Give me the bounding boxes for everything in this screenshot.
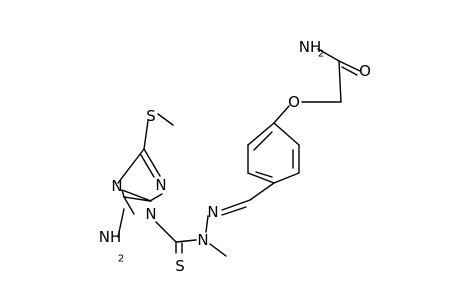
bond-amide-n-c [317, 48, 340, 62]
bond-c5-amino [117, 208, 125, 238]
bond-n-methyl [209, 243, 227, 257]
bond-amide-c-ch2 [338, 60, 342, 103]
bond-triazole-c5-n1-double [123, 196, 135, 215]
amino-nh-label: NH [99, 228, 122, 246]
triazole-n2-label: N [155, 176, 166, 194]
bonds [117, 48, 361, 257]
bond-triazole-n2-c3-double [140, 154, 155, 178]
bond-triazole-c3-n4 [117, 148, 145, 184]
ether-o-label: O [288, 93, 300, 111]
bond-triazole-c5-n1 [121, 189, 152, 202]
bond-n-n [205, 215, 209, 233]
thioether-s-label: S [146, 107, 156, 125]
bond-triazole-n1-n2 [149, 193, 163, 202]
bond-benzene-1 [273, 122, 300, 146]
bond-benzene-4 [247, 172, 275, 184]
bond-triazole-n2-c3 [143, 148, 161, 177]
bond-ch-n-double-b [221, 206, 247, 216]
bond-benzene-inner-2 [253, 131, 273, 151]
bond-benzene-inner-3 [255, 171, 273, 178]
bond-triazole-n1-c5 [123, 196, 151, 202]
hydrazone-n1-label: N [207, 203, 218, 221]
triazole-n4-label: N [111, 177, 122, 195]
triazole-n1-label: N [145, 205, 156, 223]
atom-labels: NH 2 O O N N S S N N N NH 2 [99, 38, 371, 275]
bond-ether-o-ring [273, 105, 290, 124]
bond-amide-c-o [338, 60, 361, 72]
bond-c3-s [143, 120, 149, 150]
bond-ch-n-double-a [221, 199, 251, 211]
bond-amide-c-o-double [341, 66, 358, 76]
amide-nh-subscript: 2 [318, 49, 324, 60]
hydrazone-n2-label: N [197, 231, 208, 249]
bond-s-methyl [157, 113, 174, 126]
amide-nh-label: NH [299, 38, 322, 56]
amino-nh-subscript: 2 [118, 254, 124, 265]
bond-ring-ch [249, 182, 275, 201]
bond-benzene-3 [273, 172, 300, 184]
amide-o-label: O [359, 62, 371, 80]
bond-benzene-6 [247, 122, 275, 146]
bond-cs-ring-n [155, 221, 177, 243]
bond-n-cs [175, 239, 197, 243]
thione-s-label: S [175, 257, 185, 275]
bond-triazole-n4-c5 [121, 189, 125, 198]
